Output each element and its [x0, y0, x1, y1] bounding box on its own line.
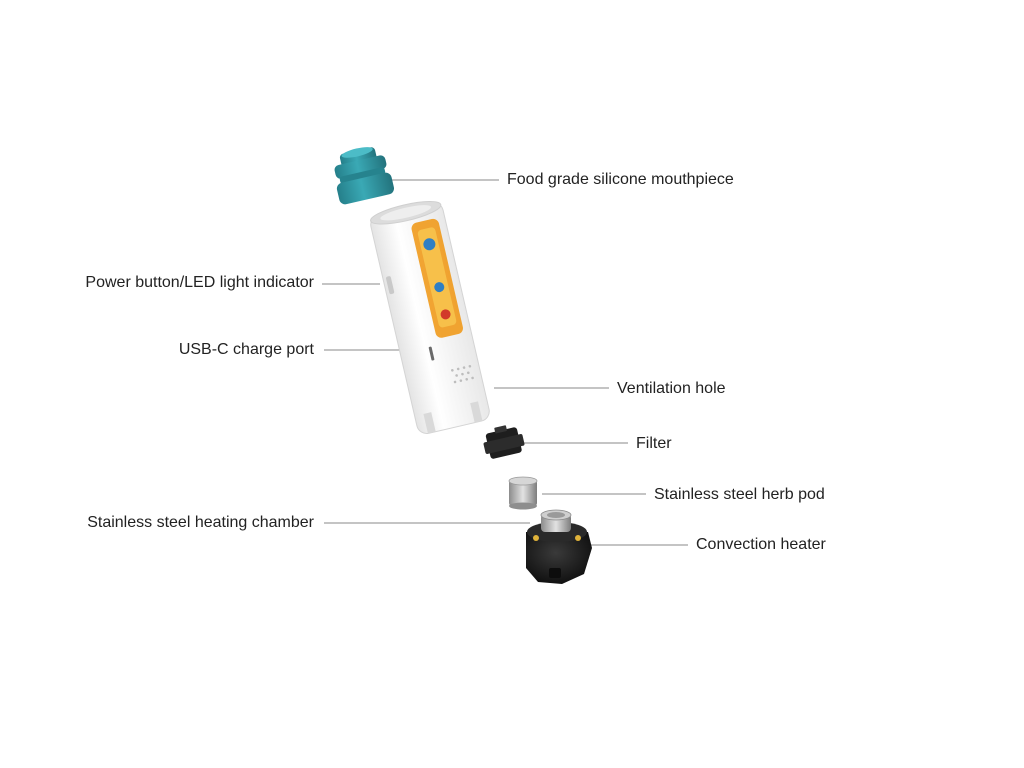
- herb-pod-part: [509, 477, 537, 510]
- mouthpiece-part: [329, 142, 395, 205]
- convection-heater-label: Convection heater: [696, 535, 826, 555]
- ventilation-hole-label: Ventilation hole: [617, 379, 726, 399]
- filter-label: Filter: [636, 434, 672, 454]
- filter-part: [480, 422, 526, 460]
- heating-chamber-label: Stainless steel heating chamber: [40, 513, 314, 533]
- heating-chamber-part: [541, 510, 571, 532]
- mouthpiece-label: Food grade silicone mouthpiece: [507, 170, 734, 190]
- device-body-part: [368, 197, 491, 436]
- usb-c-port-label: USB-C charge port: [60, 340, 314, 360]
- power-button-label: Power button/LED light indicator: [60, 273, 314, 293]
- herb-pod-label: Stainless steel herb pod: [654, 485, 825, 505]
